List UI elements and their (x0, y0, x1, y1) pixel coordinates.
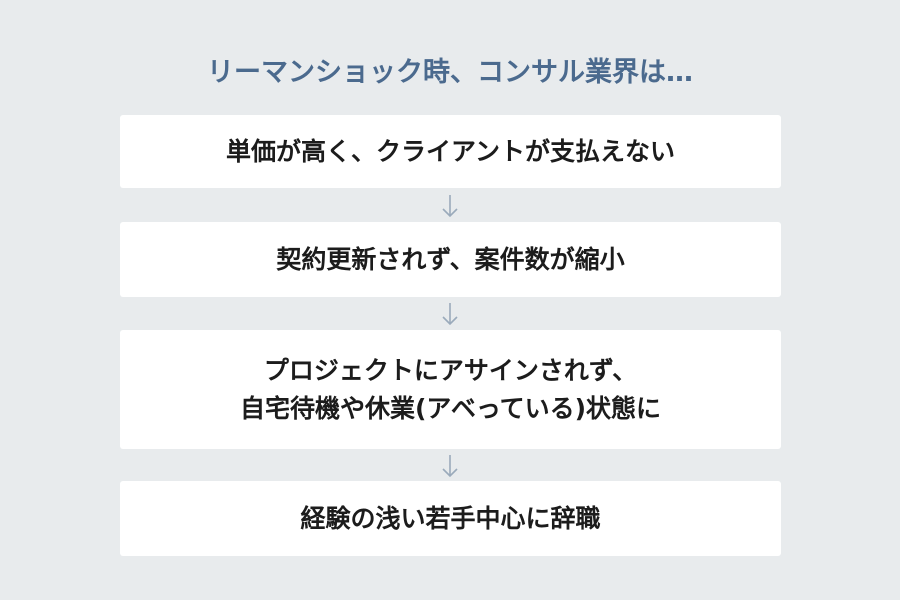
step-4-box: 経験の浅い若手中心に辞職 (120, 481, 781, 556)
arrow-down-icon (442, 195, 458, 218)
arrow-down-icon (442, 455, 458, 478)
step-4-text: 経験の浅い若手中心に辞職 (300, 503, 601, 533)
step-1-box: 単価が高く、クライアントが支払えない (120, 115, 781, 188)
step-3-line-1: プロジェクトにアサインされず、 (263, 355, 638, 385)
step-1-text: 単価が高く、クライアントが支払えない (225, 136, 675, 166)
arrow-down-icon (442, 303, 458, 326)
step-3-box: プロジェクトにアサインされず、 自宅待機や休業(アベっている)状態に (120, 330, 781, 449)
step-2-box: 契約更新されず、案件数が縮小 (120, 222, 781, 297)
diagram-title: リーマンショック時、コンサル業界は… (207, 57, 693, 88)
step-2-text: 契約更新されず、案件数が縮小 (276, 244, 625, 274)
step-3-line-2: 自宅待機や休業(アベっている)状態に (239, 393, 662, 423)
